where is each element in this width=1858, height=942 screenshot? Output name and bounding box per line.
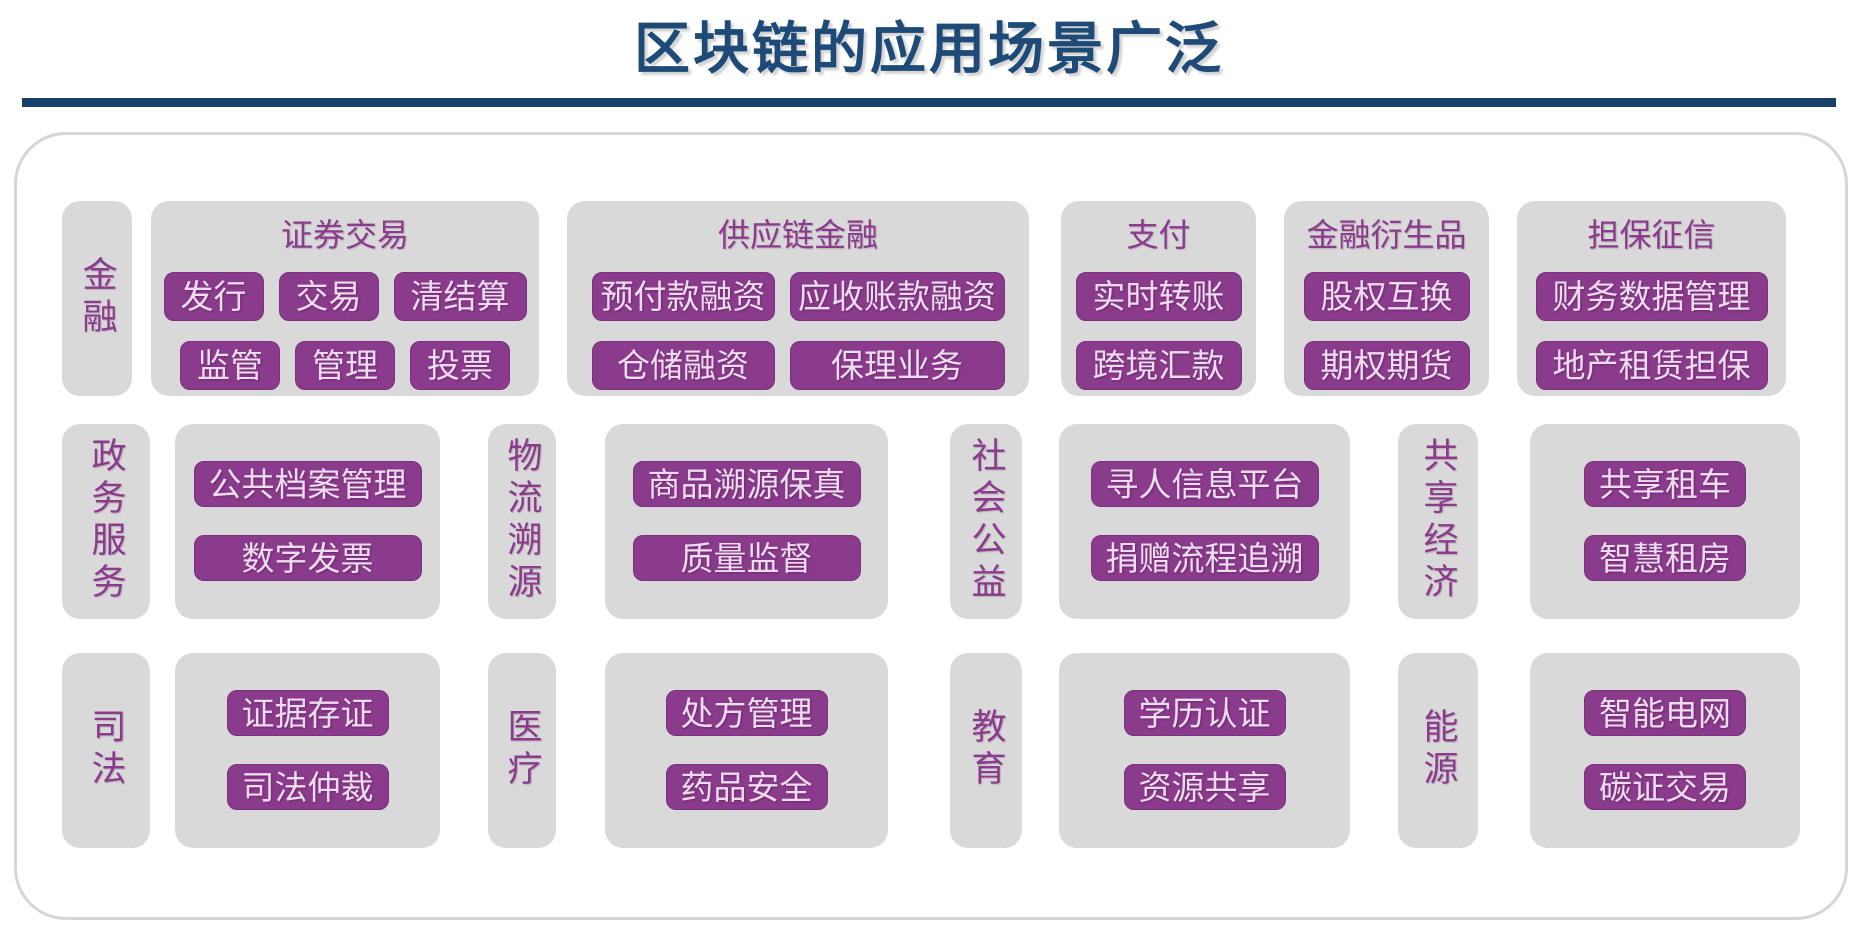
app-badge: 清结算 bbox=[393, 271, 527, 321]
badge-grid: 预付款融资 应收账款融资 仓储融资 保理业务 bbox=[591, 271, 1005, 390]
group-header: 供应链金融 bbox=[717, 216, 878, 253]
app-badge: 仓储融资 bbox=[591, 340, 775, 390]
badge-stack: 学历认证 资源共享 bbox=[1123, 690, 1286, 811]
badge-row: 财务数据管理 bbox=[1535, 271, 1768, 321]
row-judiciary-medical-education-energy: 司法 证据存证 司法仲裁 医疗 处方管理 药品安全 教育 学历认证 资源共享 能… bbox=[62, 652, 1845, 848]
app-badge: 实时转账 bbox=[1075, 271, 1242, 321]
category-label-social-welfare: 社会公益 bbox=[950, 423, 1022, 619]
group-guarantee-credit: 担保征信 财务数据管理 地产租赁担保 bbox=[1517, 200, 1786, 396]
app-badge: 司法仲裁 bbox=[226, 764, 389, 811]
row-government-logistics-welfare-sharing: 政务服务 公共档案管理 数字发票 物流溯源 商品溯源保真 质量监督 社会公益 寻… bbox=[62, 423, 1845, 619]
group-energy: 智能电网 碳证交易 bbox=[1530, 652, 1800, 848]
app-badge: 证据存证 bbox=[226, 690, 389, 737]
app-badge: 股权互换 bbox=[1303, 271, 1470, 321]
badge-row: 股权互换 bbox=[1303, 271, 1470, 321]
badge-row: 监管 管理 投票 bbox=[180, 340, 510, 390]
category-label-government-services: 政务服务 bbox=[62, 423, 150, 619]
category-label-energy: 能源 bbox=[1398, 652, 1478, 848]
app-badge: 投票 bbox=[410, 340, 510, 390]
app-badge: 预付款融资 bbox=[591, 271, 775, 321]
app-badge: 管理 bbox=[295, 340, 395, 390]
category-label-sharing-economy: 共享经济 bbox=[1398, 423, 1478, 619]
badge-row: 地产租赁担保 bbox=[1535, 340, 1768, 390]
app-badge: 地产租赁担保 bbox=[1535, 340, 1768, 390]
group-supply-chain-finance: 供应链金融 预付款融资 应收账款融资 仓储融资 保理业务 bbox=[567, 200, 1029, 396]
badge-stack: 证据存证 司法仲裁 bbox=[226, 690, 389, 811]
app-badge: 智慧租房 bbox=[1584, 535, 1746, 582]
app-badge: 处方管理 bbox=[665, 690, 828, 737]
app-badge: 资源共享 bbox=[1123, 764, 1286, 811]
page-title: 区块链的应用场景广泛 bbox=[634, 17, 1224, 80]
app-badge: 财务数据管理 bbox=[1535, 271, 1768, 321]
category-label-logistics-traceability: 物流溯源 bbox=[488, 423, 556, 619]
app-badge: 共享租车 bbox=[1584, 461, 1746, 508]
app-badge: 应收账款融资 bbox=[789, 271, 1005, 321]
group-judiciary: 证据存证 司法仲裁 bbox=[175, 652, 440, 848]
group-header: 支付 bbox=[1126, 216, 1191, 253]
app-badge: 智能电网 bbox=[1584, 690, 1746, 737]
group-securities-trading: 证券交易 发行 交易 清结算 监管 管理 投票 bbox=[151, 200, 539, 396]
badge-stack: 智能电网 碳证交易 bbox=[1584, 690, 1746, 811]
title-divider bbox=[22, 97, 1836, 107]
app-badge: 监管 bbox=[180, 340, 280, 390]
app-badge: 学历认证 bbox=[1123, 690, 1286, 737]
category-label-finance: 金融 bbox=[62, 200, 132, 396]
app-badge: 公共档案管理 bbox=[193, 461, 422, 508]
category-label-education: 教育 bbox=[950, 652, 1022, 848]
app-badge: 保理业务 bbox=[789, 340, 1005, 390]
group-logistics-traceability: 商品溯源保真 质量监督 bbox=[605, 423, 888, 619]
badge-stack: 商品溯源保真 质量监督 bbox=[632, 461, 861, 582]
badge-stack: 共享租车 智慧租房 bbox=[1584, 461, 1746, 582]
app-badge: 数字发票 bbox=[193, 535, 422, 582]
badge-row: 实时转账 bbox=[1075, 271, 1242, 321]
diagram-board: 金融 证券交易 发行 交易 清结算 监管 管理 投票 供应链金融 预付款融资 应… bbox=[14, 131, 1848, 920]
row-finance: 金融 证券交易 发行 交易 清结算 监管 管理 投票 供应链金融 预付款融资 应… bbox=[62, 200, 1845, 396]
app-badge: 交易 bbox=[278, 271, 379, 321]
badge-row: 跨境汇款 bbox=[1075, 340, 1242, 390]
app-badge: 寻人信息平台 bbox=[1090, 461, 1319, 508]
group-education: 学历认证 资源共享 bbox=[1059, 652, 1350, 848]
category-label-medical: 医疗 bbox=[488, 652, 556, 848]
app-badge: 期权期货 bbox=[1303, 340, 1470, 390]
group-header: 证券交易 bbox=[280, 216, 409, 253]
group-header: 金融衍生品 bbox=[1306, 216, 1467, 253]
badge-row: 发行 交易 清结算 bbox=[163, 271, 527, 321]
group-header: 担保征信 bbox=[1587, 216, 1716, 253]
badge-stack: 处方管理 药品安全 bbox=[665, 690, 828, 811]
category-label-judiciary: 司法 bbox=[62, 652, 150, 848]
group-medical: 处方管理 药品安全 bbox=[605, 652, 888, 848]
group-payment: 支付 实时转账 跨境汇款 bbox=[1061, 200, 1256, 396]
app-badge: 捐赠流程追溯 bbox=[1090, 535, 1319, 582]
group-financial-derivatives: 金融衍生品 股权互换 期权期货 bbox=[1284, 200, 1489, 396]
badge-stack: 寻人信息平台 捐赠流程追溯 bbox=[1090, 461, 1319, 582]
app-badge: 质量监督 bbox=[632, 535, 861, 582]
app-badge: 商品溯源保真 bbox=[632, 461, 861, 508]
badge-stack: 公共档案管理 数字发票 bbox=[193, 461, 422, 582]
app-badge: 药品安全 bbox=[665, 764, 828, 811]
group-social-welfare: 寻人信息平台 捐赠流程追溯 bbox=[1059, 423, 1350, 619]
app-badge: 发行 bbox=[163, 271, 264, 321]
app-badge: 跨境汇款 bbox=[1075, 340, 1242, 390]
group-government-services: 公共档案管理 数字发票 bbox=[175, 423, 440, 619]
badge-row: 期权期货 bbox=[1303, 340, 1470, 390]
group-sharing-economy: 共享租车 智慧租房 bbox=[1530, 423, 1800, 619]
app-badge: 碳证交易 bbox=[1584, 764, 1746, 811]
